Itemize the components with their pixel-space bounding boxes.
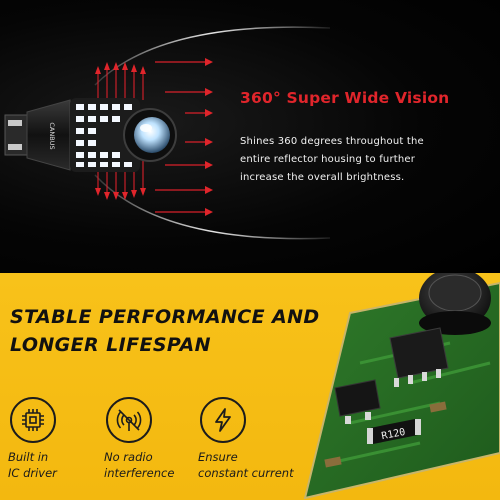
feature-label-line: No radio [104,450,153,464]
performance-panel: R120 STABLE PERFORMANCE AND LONGER LIFES… [0,273,500,500]
feature-label-line: Ensure [198,450,238,464]
circuit-board-illustration: R120 [303,273,500,500]
beam-arcs-illustration [94,26,331,240]
feature-list: Built in IC driver No radio interference [8,397,308,493]
lightning-icon [200,397,246,443]
performance-title: STABLE PERFORMANCE AND LONGER LIFESPAN [10,303,340,359]
title-line: LONGER LIFESPAN [10,334,211,356]
feature-label: Ensure constant current [198,449,308,481]
feature-item: Ensure constant current [198,397,298,493]
feature-item: Built in IC driver [8,397,108,493]
description-line: Shines 360 degrees throughout the [240,136,424,147]
feature-label-line: Built in [8,450,49,464]
feature-label-line: constant current [198,466,294,480]
feature-label-line: interference [104,466,175,480]
feature-label-line: IC driver [8,466,57,480]
led-bulb-illustration: CANBUS [4,98,177,172]
no-radio-icon [106,397,152,443]
wide-vision-description: Shines 360 degrees throughout the entire… [240,133,495,187]
wide-vision-headline: 360° Super Wide Vision [240,89,450,107]
description-line: increase the overall brightness. [240,172,405,183]
bulb-marking-text: CANBUS [48,122,56,149]
wide-vision-panel: CANBUS 360° Super Wide Vision Shines 360… [0,0,500,273]
feature-label: No radio interference [104,449,214,481]
resistor-marking-text: R120 [381,427,407,442]
title-line: STABLE PERFORMANCE AND [10,306,320,328]
feature-label: Built in IC driver [8,449,118,481]
chip-icon [10,397,56,443]
feature-item: No radio interference [104,397,204,493]
description-line: entire reflector housing to further [240,154,416,165]
